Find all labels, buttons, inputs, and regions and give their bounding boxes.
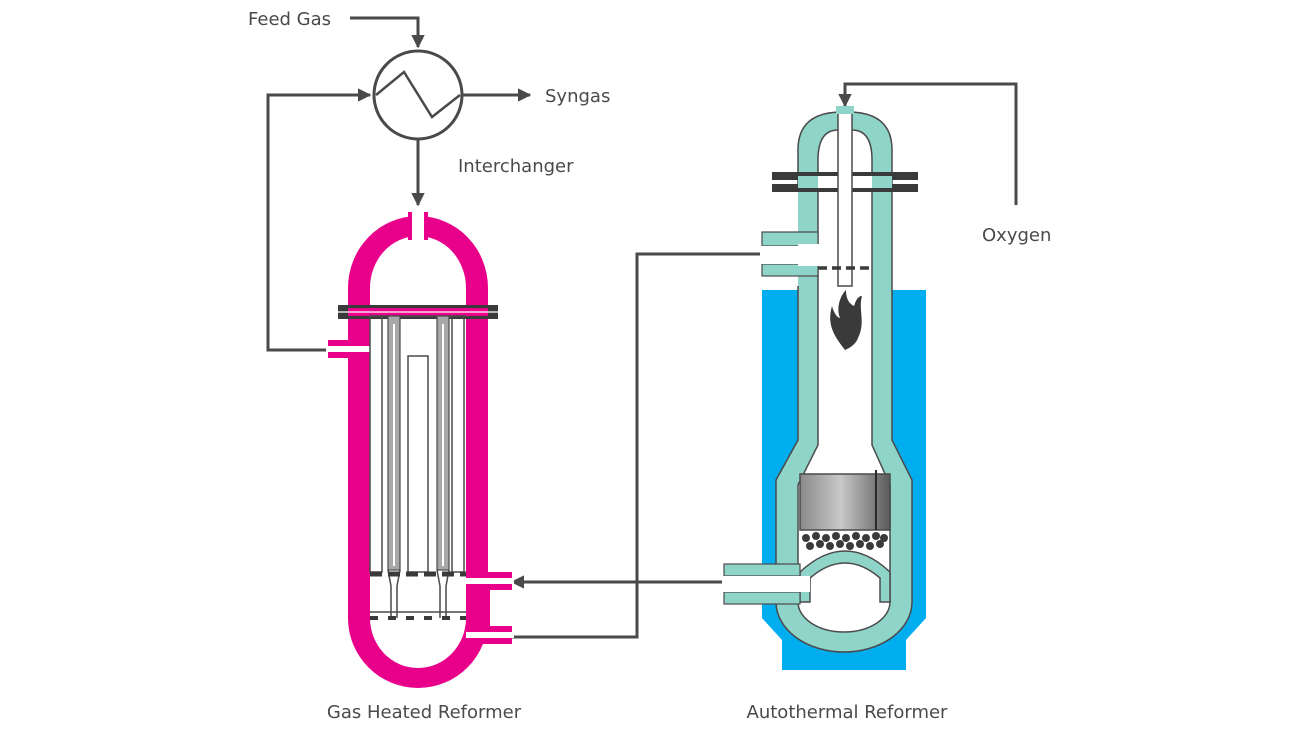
interchanger-coil-icon <box>375 70 461 119</box>
atr-burner <box>837 107 853 287</box>
interchanger <box>372 49 464 141</box>
atr-inlet-nozzle <box>761 231 819 247</box>
oxygen-line <box>838 82 1018 205</box>
feed-gas-line <box>350 16 425 49</box>
ghr-tube-bundle <box>369 315 466 620</box>
oxygen-label: Oxygen <box>982 225 1051 246</box>
atr-label: Autothermal Reformer <box>747 702 949 723</box>
ghr-label: Gas Heated Reformer <box>327 702 522 723</box>
ghr-top-nozzle <box>410 212 426 240</box>
ghr-return-line <box>266 88 372 352</box>
gas-heated-reformer <box>326 212 514 688</box>
autothermal-reformer <box>722 106 926 670</box>
atr-dome-support <box>799 550 891 603</box>
syngas-label: Syngas <box>545 86 610 107</box>
ghr-to-atr-line <box>498 247 774 639</box>
atr-support-balls <box>802 532 888 550</box>
atr-outlet-nozzle <box>723 563 801 577</box>
flame-icon <box>830 290 862 350</box>
interchanger-label: Interchanger <box>458 156 574 177</box>
feed-gas-label: Feed Gas <box>248 9 331 30</box>
